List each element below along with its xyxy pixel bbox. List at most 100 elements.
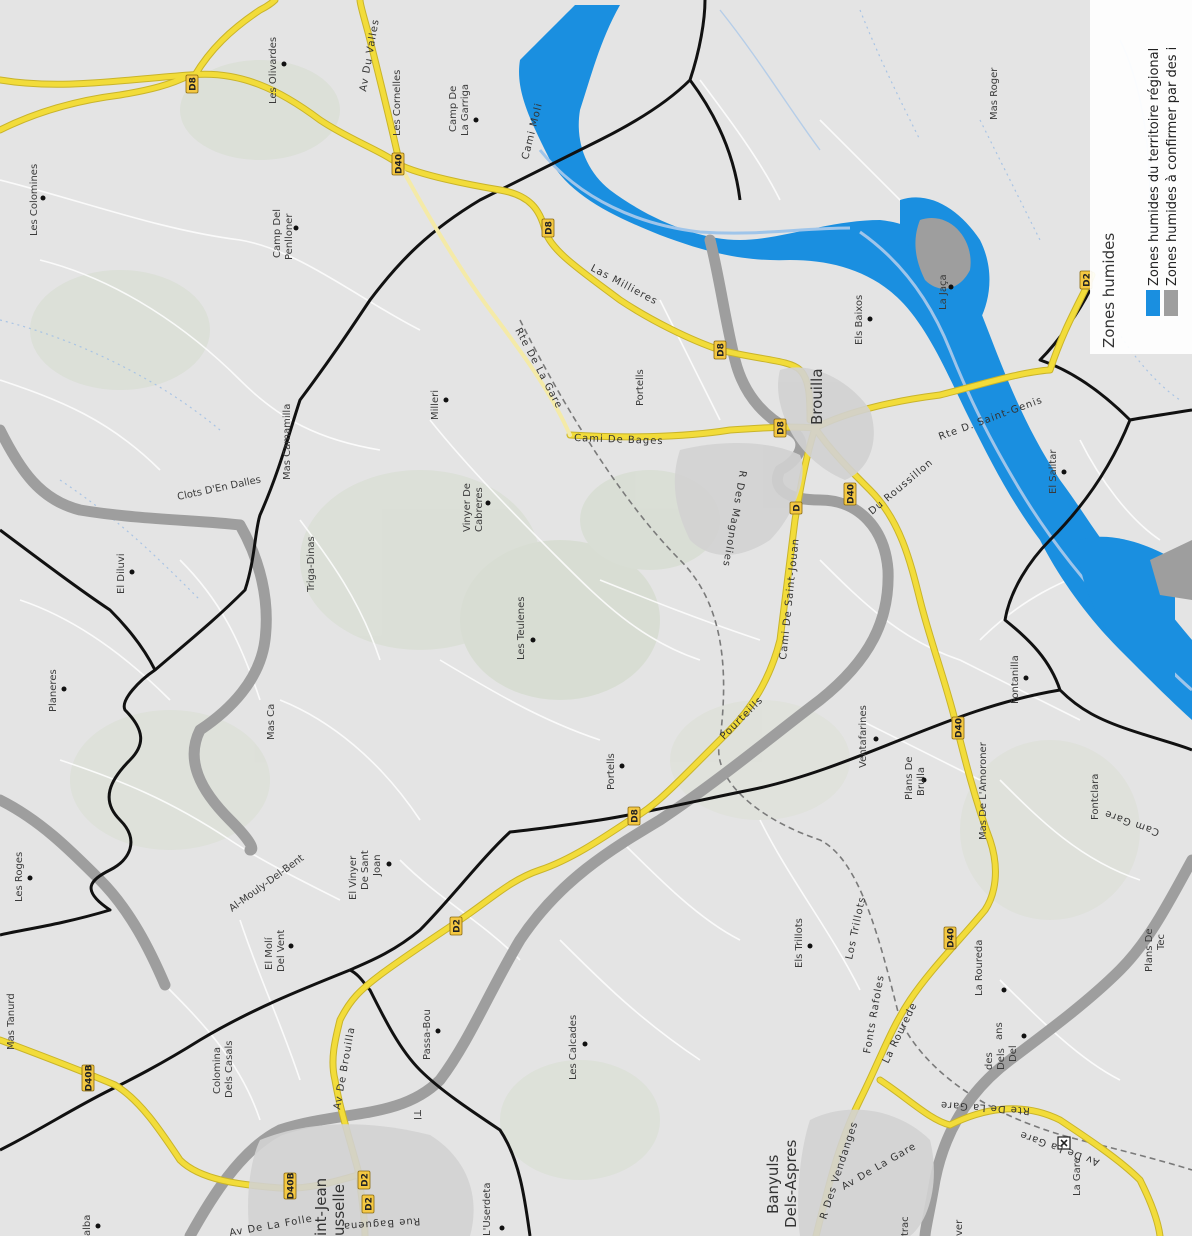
label-el-diluvi: El Diluvi	[116, 553, 127, 594]
shield-d8-c: D8	[713, 340, 727, 360]
legend-swatch-gray	[1164, 290, 1178, 316]
streams	[0, 9, 1181, 601]
label-vinyer-sant-joan-2: De Sant	[360, 850, 371, 890]
shield-d40b-b: D40B	[283, 1172, 297, 1199]
legend-item-unconfirmed: Zones humides à confirmer par des i	[1165, 47, 1180, 286]
shield-d8-d: D8	[773, 418, 787, 438]
shield-d40b-a: D40B	[81, 1064, 95, 1091]
label-la-gare: La Gare	[1072, 1157, 1083, 1196]
svg-text:D: D	[793, 504, 803, 511]
label-colomina-casals-1: Colomina	[212, 1047, 223, 1094]
shield-d40-d: D40	[943, 926, 957, 950]
shield-d2-a: D2	[449, 916, 463, 936]
river-channel	[538, 149, 851, 235]
label-vinyer-cabreres-2: Cabreres	[474, 487, 485, 532]
label-camp-penlloner-2: Penlloner	[284, 213, 295, 260]
svg-text:D40B: D40B	[287, 1172, 297, 1199]
road-label-cami-de-bages: Cami De Bages	[574, 433, 664, 447]
label-saint-jean-1: int-Jean	[312, 1178, 330, 1236]
label-banyuls-2: Dels-Aspres	[782, 1139, 800, 1228]
svg-text:D2: D2	[1083, 273, 1093, 287]
shield-d40-b: D40	[843, 482, 857, 506]
shield-d8-a: D8	[185, 74, 199, 94]
label-triga-dinas: Triga-Dinas	[306, 536, 317, 593]
label-el-moli-1: El Molí	[263, 936, 275, 970]
gray-stream-west[interactable]	[0, 424, 272, 856]
shield-d8-b: D8	[541, 218, 555, 238]
label-les-olivardes: Les Olivardes	[268, 37, 279, 104]
gray-stream-southwest[interactable]	[0, 794, 171, 991]
place-dots	[27, 61, 1067, 1231]
label-els-baixos: Els Baixos	[854, 295, 865, 345]
label-les-cornelles: Les Cornelles	[392, 70, 403, 136]
svg-text:D8: D8	[545, 221, 555, 235]
label-dels-3: Del	[1008, 1045, 1019, 1062]
town-labels: Brouilla Banyuls Dels-Aspres int-Jean us…	[312, 368, 826, 1236]
label-saint-jean-2: usselle	[330, 1184, 348, 1236]
label-plans-del-tec-2: Tec	[1156, 934, 1167, 951]
label-les-colomines: Les Colomines	[29, 164, 40, 236]
legend-panel[interactable]: Zones humides Zones humides du territoir…	[1090, 0, 1192, 354]
shield-d40-a: D40	[391, 152, 405, 176]
label-camp-penlloner-1: Camp Del	[272, 209, 283, 258]
label-vinyer-sant-joan-3: Joan	[372, 854, 383, 877]
svg-text:D8: D8	[717, 343, 727, 357]
label-els-trillots: Els Trillots	[794, 918, 805, 968]
label-camp-garriga-1: Camp De	[448, 86, 459, 132]
railway-line	[519, 319, 1192, 1171]
label-vinyer-sant-joan-1: El Vinyer	[348, 855, 359, 900]
svg-text:D40: D40	[395, 154, 405, 174]
label-la-jaca: La Jaça	[938, 274, 949, 310]
label-les-calcades: Les Calcades	[568, 1015, 579, 1080]
road-label-rue-bague: Rue Baguena	[343, 1215, 421, 1231]
wetland-unconfirmed-zones[interactable]	[915, 218, 1192, 600]
svg-text:D8: D8	[631, 809, 641, 823]
svg-text:D40B: D40B	[85, 1064, 95, 1091]
wetland-gray-east[interactable]	[1150, 540, 1192, 600]
label-les-roges: Les Roges	[14, 852, 25, 902]
label-milleri: Milleri	[430, 390, 441, 420]
label-ver: ver	[954, 1219, 965, 1236]
legend-swatch-blue	[1146, 290, 1160, 316]
label-colomina-casals-2: Dels Casals	[224, 1041, 235, 1098]
label-fontclara: Fontclara	[1090, 774, 1101, 820]
label-el-salitar: El Salitar	[1048, 449, 1059, 494]
svg-text:D8: D8	[777, 421, 787, 435]
label-banyuls-1: Banyuls	[764, 1154, 782, 1214]
legend-item-regional: Zones humides du territoire régional	[1147, 48, 1162, 286]
label-plans-del-tec-1: Plans De	[1144, 928, 1155, 972]
legend-title: Zones humides	[1100, 233, 1118, 348]
road-label-tl: Tl	[411, 1109, 422, 1121]
wetland-gray-lajaca[interactable]	[915, 218, 971, 289]
svg-text:D2: D2	[453, 919, 463, 933]
svg-text:D2: D2	[361, 1173, 371, 1187]
svg-text:D40: D40	[947, 928, 957, 948]
wetland-east-patch[interactable]	[1078, 536, 1175, 700]
gray-stream-southeast[interactable]	[919, 854, 1192, 1236]
label-ventafarines: Ventafarines	[858, 705, 869, 768]
place-labels: Les Olivardes Les Cornelles Camp De La G…	[6, 37, 1167, 1236]
label-la-roureda: La Roureda	[974, 940, 985, 996]
train-station-icon[interactable]	[1057, 1136, 1071, 1150]
label-mas-ca: Mas Ca	[266, 704, 277, 740]
label-portells-north: Portells	[635, 369, 646, 406]
shield-d8-f: D	[789, 501, 803, 515]
label-vinyer-cabreres-1: Vinyer De	[462, 483, 473, 532]
svg-text:D40: D40	[847, 484, 857, 504]
label-mas-tanurd: Mas Tanurd	[6, 993, 17, 1050]
label-trac: trac	[900, 1216, 911, 1236]
label-l-userdeta: L'Userdeta	[482, 1183, 493, 1236]
label-mas-roger: Mas Roger	[989, 67, 1000, 120]
label-plans-brulla-2: Brulla	[916, 767, 927, 796]
svg-text:D2: D2	[365, 1197, 375, 1211]
label-brouilla: Brouilla	[808, 368, 826, 425]
label-passa-bou: Passa-Bou	[422, 1009, 433, 1060]
label-camp-garriga-2: La Garriga	[460, 84, 471, 136]
label-el-moli-2: Del Vent	[276, 930, 287, 972]
label-portells-south: Portells	[606, 753, 617, 790]
label-plans-brulla-1: Plans De	[904, 756, 915, 800]
label-lans: ans	[994, 1022, 1005, 1040]
vegetation-patches	[30, 60, 1140, 1180]
